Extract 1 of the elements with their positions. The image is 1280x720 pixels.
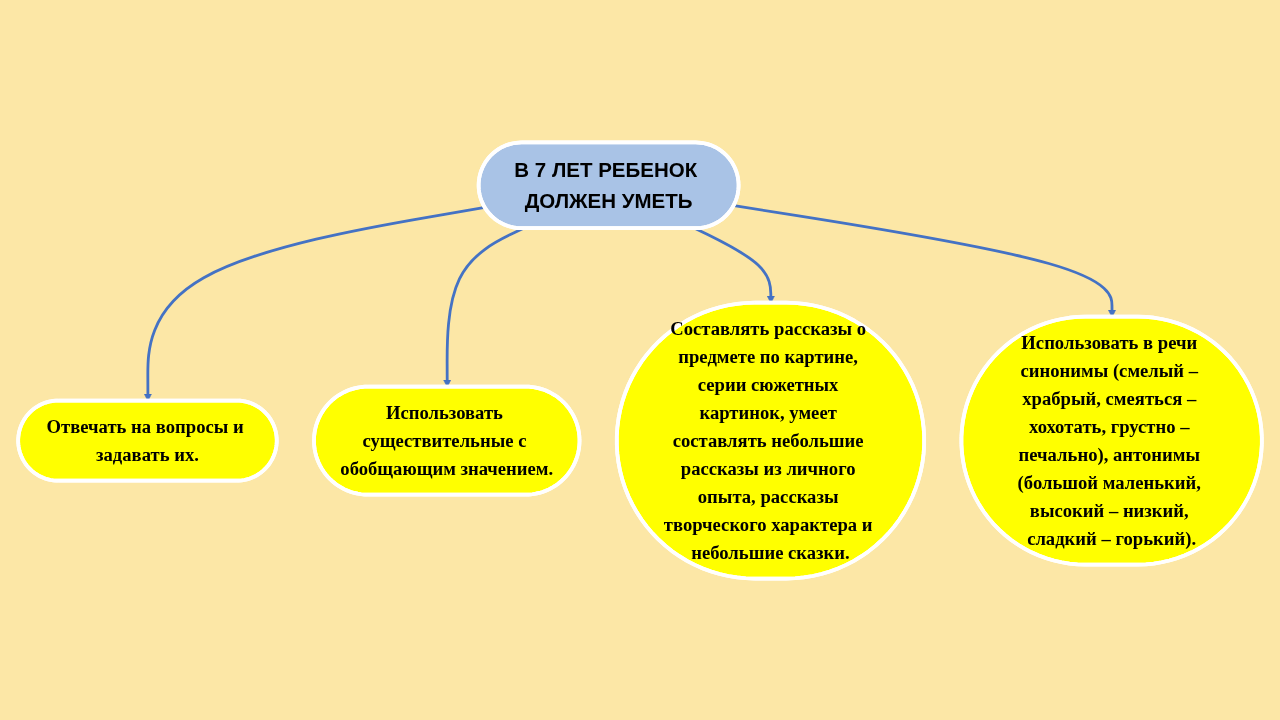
arrow [143, 205, 486, 401]
